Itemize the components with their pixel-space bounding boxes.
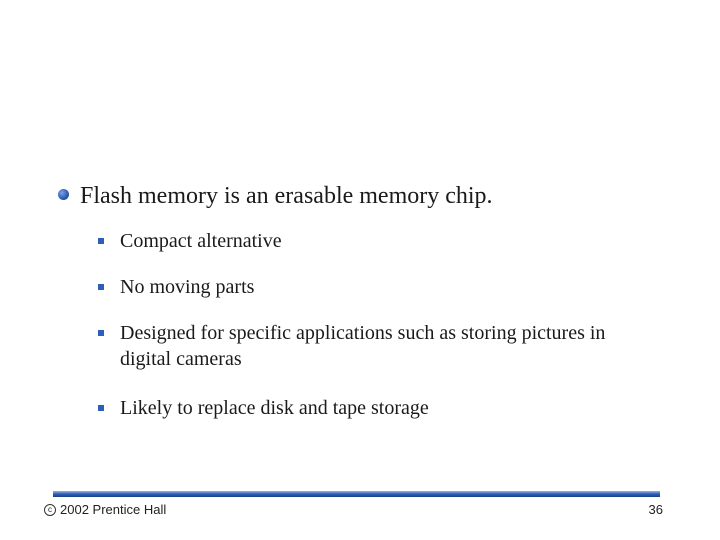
sub-bullet-item: Compact alternative xyxy=(98,228,638,254)
square-bullet-icon xyxy=(98,330,104,336)
sub-bullet-item: Designed for specific applications such … xyxy=(98,320,608,372)
square-bullet-icon xyxy=(98,405,104,411)
copyright-text: 2002 Prentice Hall xyxy=(60,502,167,517)
square-bullet-icon xyxy=(98,238,104,244)
sub-bullet-text: No moving parts xyxy=(120,276,255,298)
sub-bullet-text: Designed for specific applications such … xyxy=(120,322,606,370)
sub-bullet-item: No moving parts xyxy=(98,274,638,300)
sub-bullet-text: Compact alternative xyxy=(120,230,282,252)
main-bullet-text: Flash memory is an erasable memory chip. xyxy=(80,183,493,209)
footer-divider xyxy=(53,491,660,497)
page-number: 36 xyxy=(648,502,663,517)
round-bullet-icon xyxy=(58,189,69,200)
sub-bullet-item: Likely to replace disk and tape storage xyxy=(98,395,638,421)
square-bullet-icon xyxy=(98,284,104,290)
sub-bullet-text: Likely to replace disk and tape storage xyxy=(120,397,429,419)
copyright-icon: c xyxy=(44,504,56,516)
footer-copyright: c 2002 Prentice Hall xyxy=(44,502,166,518)
main-bullet: Flash memory is an erasable memory chip. xyxy=(58,181,493,211)
